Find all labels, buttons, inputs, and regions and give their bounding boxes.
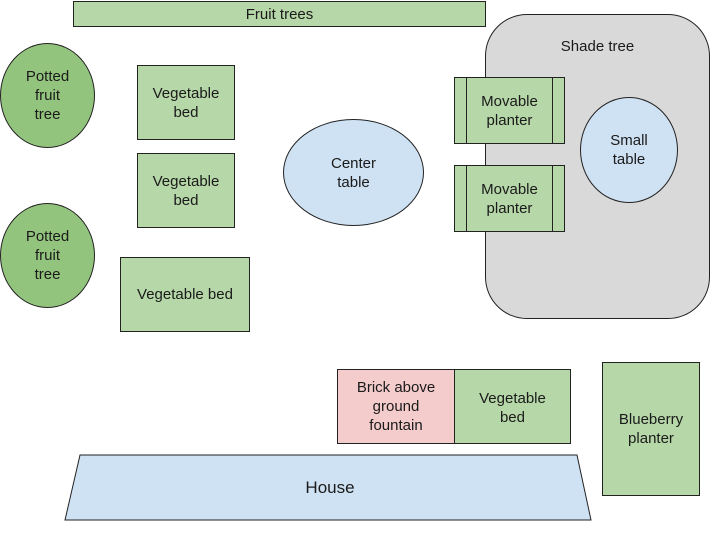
brick-fountain-label: Brick above ground fountain xyxy=(356,379,436,434)
blueberry-planter: Blueberry planter xyxy=(602,362,700,496)
vegetable-bed-4-label: Vegetable bed xyxy=(479,390,546,426)
potted-fruit-tree-1: Potted fruit tree xyxy=(0,43,95,148)
movable-planter-2: Movable planter xyxy=(454,165,565,232)
house-label: House xyxy=(305,478,355,497)
vegetable-bed-3: Vegetable bed xyxy=(120,257,250,332)
vegetable-bed-2: Vegetable bed xyxy=(137,153,235,228)
center-table: Center table xyxy=(283,119,424,226)
vegetable-bed-3-label: Vegetable bed xyxy=(137,286,233,303)
vegetable-bed-1-label: Vegetable bed xyxy=(152,84,220,121)
planter-end-right xyxy=(552,78,564,143)
shade-tree-label: Shade tree xyxy=(560,38,635,55)
fruit-trees-bed: Fruit trees xyxy=(73,1,486,27)
movable-planter-1-label: Movable planter xyxy=(481,92,538,129)
center-table-label: Center table xyxy=(330,154,377,191)
house-shape xyxy=(64,454,592,521)
blueberry-planter-label: Blueberry planter xyxy=(618,411,684,447)
brick-fountain: Brick above ground fountain xyxy=(337,369,455,444)
movable-planter-1: Movable planter xyxy=(454,77,565,144)
vegetable-bed-1: Vegetable bed xyxy=(137,65,235,140)
small-table: Small table xyxy=(580,97,678,203)
movable-planter-2-label: Movable planter xyxy=(481,180,538,217)
planter-end-right xyxy=(552,166,564,231)
potted-fruit-tree-2: Potted fruit tree xyxy=(0,203,95,308)
potted-fruit-tree-2-label: Potted fruit tree xyxy=(25,228,70,283)
fruit-trees-label: Fruit trees xyxy=(245,5,314,23)
planter-end-left xyxy=(455,78,467,143)
vegetable-bed-4: Vegetable bed xyxy=(454,369,571,444)
small-table-label: Small table xyxy=(610,132,648,168)
potted-fruit-tree-1-label: Potted fruit tree xyxy=(25,68,70,123)
vegetable-bed-2-label: Vegetable bed xyxy=(152,172,220,209)
planter-end-left xyxy=(455,166,467,231)
